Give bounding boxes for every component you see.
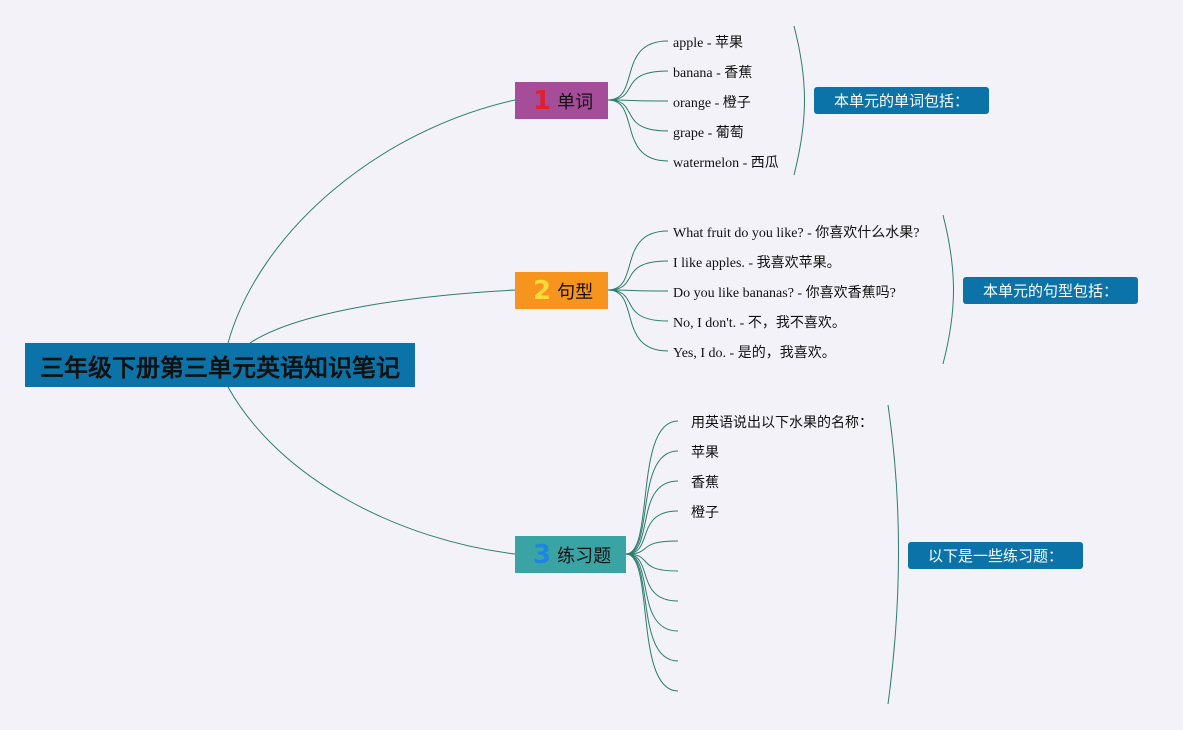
vocab-connector-1 bbox=[607, 40, 669, 101]
exercise-connector-1 bbox=[625, 420, 679, 555]
summary-brace-2 bbox=[942, 214, 954, 365]
vocab-item[interactable]: watermelon - 西瓜 bbox=[673, 156, 779, 171]
branch-sentence-patterns[interactable]: 2 句型 bbox=[515, 272, 608, 309]
vocab-item[interactable]: orange - 橙子 bbox=[673, 96, 751, 111]
sentence-connector-3 bbox=[607, 289, 669, 292]
summary-exercises[interactable]: 以下是一些练习题： bbox=[908, 542, 1083, 569]
exercise-connector-8 bbox=[625, 553, 679, 632]
sentence-connector-1 bbox=[607, 230, 669, 291]
vocab-item[interactable]: grape - 葡萄 bbox=[673, 126, 744, 141]
branch-number-1: 1 bbox=[533, 85, 552, 116]
exercise-connector-5 bbox=[625, 540, 679, 555]
exercise-connector-6 bbox=[625, 553, 679, 572]
summary-label-2: 本单元的句型包括： bbox=[982, 282, 1118, 300]
vocab-item[interactable]: apple - 苹果 bbox=[673, 36, 743, 51]
summary-brace-3 bbox=[887, 404, 899, 705]
root-to-branch-1-line bbox=[227, 99, 516, 344]
sentence-item[interactable]: Yes, I do. - 是的，我喜欢。 bbox=[673, 346, 836, 361]
branch-label-2: 句型 bbox=[557, 281, 594, 303]
summary-vocabulary[interactable]: 本单元的单词包括： bbox=[814, 87, 989, 114]
summary-label-1: 本单元的单词包括： bbox=[833, 92, 969, 110]
branch-label-1: 单词 bbox=[557, 91, 594, 113]
exercise-item[interactable]: 苹果 bbox=[691, 445, 719, 461]
vocab-connector-5 bbox=[607, 99, 669, 162]
branch-vocabulary[interactable]: 1 单词 bbox=[515, 82, 608, 119]
exercise-connector-9 bbox=[625, 553, 679, 662]
sentence-item[interactable]: What fruit do you like? - 你喜欢什么水果? bbox=[673, 226, 920, 241]
exercise-item[interactable]: 香蕉 bbox=[691, 475, 719, 491]
exercise-connector-10 bbox=[625, 553, 679, 692]
vocab-connector-3 bbox=[607, 99, 669, 102]
branch-label-3: 练习题 bbox=[557, 545, 612, 567]
summary-label-3: 以下是一些练习题： bbox=[927, 547, 1063, 565]
sentence-connector-4 bbox=[607, 289, 669, 322]
root-topic[interactable]: 三年级下册第三单元英语知识笔记 bbox=[25, 343, 415, 387]
branch-number-3: 3 bbox=[533, 539, 552, 570]
vocab-connector-4 bbox=[607, 99, 669, 132]
branch-number-2: 2 bbox=[533, 275, 552, 306]
vocab-item[interactable]: banana - 香蕉 bbox=[673, 66, 753, 81]
exercise-connector-2 bbox=[625, 450, 679, 555]
root-to-branch-2-line bbox=[249, 289, 516, 344]
sentence-connector-2 bbox=[607, 260, 669, 291]
sentence-item[interactable]: No, I don't. - 不，我不喜欢。 bbox=[673, 316, 846, 331]
sentence-item[interactable]: Do you like bananas? - 你喜欢香蕉吗? bbox=[673, 286, 896, 301]
vocab-connector-2 bbox=[607, 70, 669, 101]
exercise-connector-4 bbox=[625, 510, 679, 555]
exercise-connector-7 bbox=[625, 553, 679, 602]
exercise-item[interactable]: 用英语说出以下水果的名称： bbox=[691, 415, 873, 431]
exercise-connector-3 bbox=[625, 480, 679, 555]
exercise-item[interactable]: 橙子 bbox=[691, 505, 719, 521]
branch-exercises[interactable]: 3 练习题 bbox=[515, 536, 626, 573]
sentence-item[interactable]: I like apples. - 我喜欢苹果。 bbox=[673, 256, 841, 271]
summary-sentence-patterns[interactable]: 本单元的句型包括： bbox=[963, 277, 1138, 304]
sentence-connector-5 bbox=[607, 289, 669, 352]
root-to-branch-3-line bbox=[227, 386, 516, 555]
summary-brace-1 bbox=[793, 25, 805, 176]
root-title: 三年级下册第三单元英语知识笔记 bbox=[40, 353, 400, 382]
